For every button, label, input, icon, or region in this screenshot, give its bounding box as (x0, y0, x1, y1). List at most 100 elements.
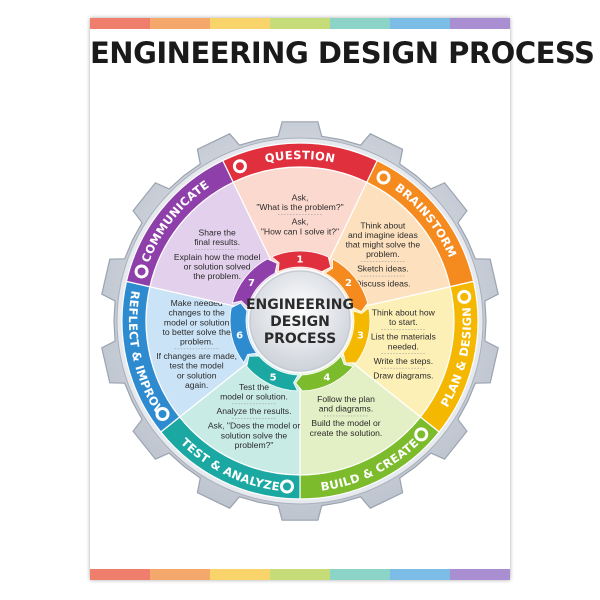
stage-text-line: Test the (239, 382, 269, 392)
hub-text-1: ENGINEERING (246, 297, 354, 313)
stage-text-line: needed. (388, 341, 419, 351)
strip-color-6 (390, 569, 450, 580)
stage-text-line: problem. (366, 249, 399, 259)
stage-text-line: that might solve the (346, 240, 421, 250)
arrow-shape (295, 355, 354, 392)
stage-text-line: create the solution. (310, 428, 383, 438)
stage-text-line: Think about (360, 220, 406, 230)
stage-text-line: or solution (177, 370, 217, 380)
strip-color-5 (330, 18, 390, 29)
stage-text-line: "What is the problem?" (256, 202, 343, 212)
stage-text-line: Discuss ideas. (355, 278, 410, 288)
strip-color-7 (450, 569, 510, 580)
poster-title: ENGINEERING DESIGN PROCESS (90, 36, 595, 70)
stage-text-line: problem. (180, 336, 213, 346)
step-number: 3 (357, 330, 364, 341)
stage-text-line: Ask, (292, 217, 309, 227)
stage-text-line: again. (185, 380, 208, 390)
color-strip-top (90, 18, 510, 29)
strip-color-3 (210, 569, 270, 580)
stage-text-line: Make needed (171, 298, 223, 308)
stage-text-line: or solution solved (184, 261, 251, 271)
arrow-shape (246, 355, 299, 392)
icon-dot (460, 292, 469, 301)
arrow-shape (271, 250, 332, 273)
icon-dot (158, 409, 167, 418)
strip-color-4 (270, 18, 330, 29)
stage-text-line: Ask, (292, 193, 309, 203)
stage-text-line: the problem. (193, 271, 241, 281)
strip-color-4 (270, 569, 330, 580)
icon-dot (379, 173, 388, 182)
question-icon (232, 159, 247, 174)
arrow-shape (342, 307, 371, 364)
stage-text-line: Follow the plan (317, 394, 375, 404)
strip-color-2 (150, 569, 210, 580)
arrow-7: 7 (231, 258, 278, 308)
icon-dot (417, 430, 426, 439)
arrow-5: 5 (246, 355, 299, 392)
step-number: 1 (297, 255, 304, 266)
strip-color-6 (390, 18, 450, 29)
stage-text-line: Build the model or (311, 418, 380, 428)
stage-text-line: model or solution. (220, 392, 288, 402)
step-number: 5 (270, 372, 277, 383)
icon-dot (282, 482, 291, 491)
arrow-shape (324, 258, 369, 312)
stage-text-line: Draw diagrams. (373, 370, 433, 380)
arrow-3: 3 (342, 307, 371, 364)
stage-text-line: solution solve the (221, 430, 288, 440)
arrow-4: 4 (295, 355, 354, 392)
stage-text: Ask,"What is the problem?"Ask,"How can I… (256, 193, 343, 237)
stage-text-line: If changes are made, (156, 351, 237, 361)
stage-text-line: to start. (389, 317, 418, 327)
stage-text-line: problem?" (235, 440, 274, 450)
icon-dot (137, 267, 146, 276)
cycle-icon (155, 406, 170, 421)
stage-text-line: changes to the (168, 308, 225, 318)
strip-color-1 (90, 569, 150, 580)
stage-text-line: and imagine ideas (348, 230, 418, 240)
speech-icon (134, 264, 149, 279)
step-number: 2 (345, 278, 352, 289)
strip-color-3 (210, 18, 270, 29)
strip-color-2 (150, 18, 210, 29)
stage-band (125, 159, 234, 288)
lightbulb-icon (376, 170, 391, 185)
stage-text-line: Share the (198, 228, 235, 238)
stage-text-line: List the materials (371, 332, 436, 342)
hub-text-3: PROCESS (264, 331, 336, 347)
arrow-6: 6 (229, 302, 258, 364)
strip-color-7 (450, 18, 510, 29)
stage-text-line: Analyze the results. (217, 406, 292, 416)
stage-text-line: and diagrams. (319, 404, 373, 414)
arrow-shape (231, 258, 278, 308)
stage-text-line: Think about how (372, 307, 436, 317)
arrow-shape (229, 302, 258, 364)
hub-text-2: DESIGN (270, 314, 330, 330)
hub (249, 270, 351, 372)
checkmark-icon (279, 479, 294, 494)
stage-label: QUESTION (264, 148, 337, 166)
arrow-2: 2 (324, 258, 369, 312)
stage-label-path: QUESTION (264, 148, 336, 166)
stage-text-line: "How can I solve it?" (261, 226, 339, 236)
puzzle-icon (414, 427, 429, 442)
stage-text-line: final results. (194, 237, 240, 247)
stage-text-line: Ask, "Does the model or (208, 421, 301, 431)
pencil-icon (457, 289, 472, 304)
icon-dot (235, 162, 244, 171)
step-number: 7 (248, 278, 255, 289)
strip-color-5 (330, 569, 390, 580)
stage-text-line: test the model (170, 361, 224, 371)
arrow-1: 1 (271, 250, 332, 273)
